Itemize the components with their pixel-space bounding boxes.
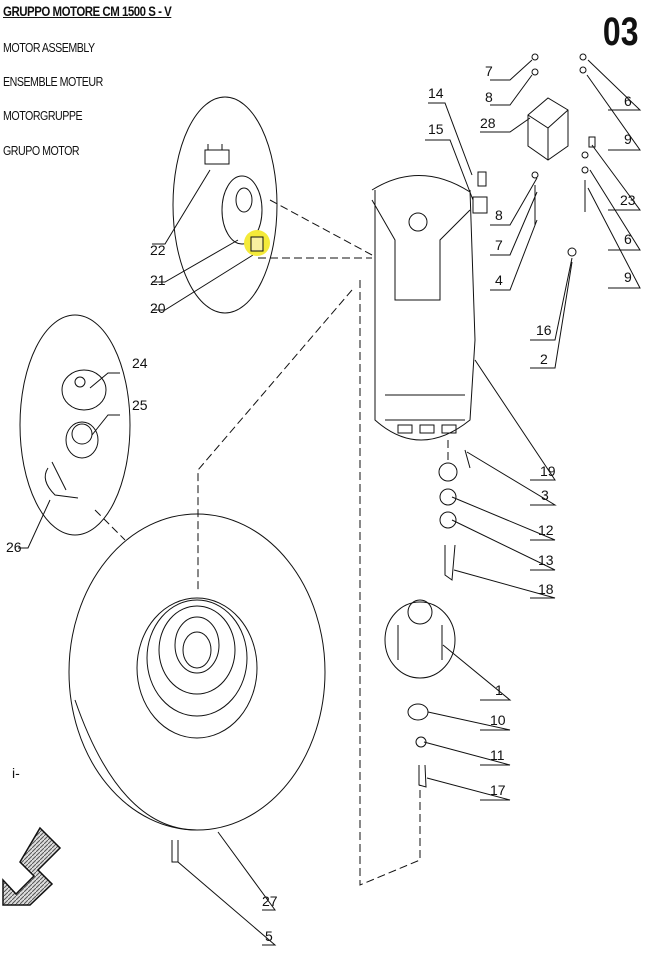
callout-15: 15 xyxy=(428,121,444,137)
relay-box xyxy=(527,97,569,161)
callout-7b: 7 xyxy=(495,237,503,253)
base-disc xyxy=(68,513,326,831)
motor-housing xyxy=(371,175,476,441)
title-es: GRUPO MOTOR xyxy=(3,143,80,158)
callout-9a: 9 xyxy=(624,131,632,147)
callout-10: 10 xyxy=(490,712,506,728)
stray-mark: i- xyxy=(12,765,20,781)
callout-24: 24 xyxy=(132,355,148,371)
callout-27: 27 xyxy=(262,893,278,909)
callout-8a: 8 xyxy=(485,89,493,105)
leader-lines xyxy=(18,59,642,946)
callout-25: 25 xyxy=(132,397,148,413)
callout-26: 26 xyxy=(6,539,22,555)
callout-17: 17 xyxy=(490,782,506,798)
title-fr: ENSEMBLE MOTEUR xyxy=(3,74,103,89)
callout-14: 14 xyxy=(428,85,444,101)
callout-6b: 6 xyxy=(624,231,632,247)
title-de: MOTORGRUPPE xyxy=(3,108,83,123)
detail-ellipse-left xyxy=(19,314,131,536)
callout-5: 5 xyxy=(265,928,273,944)
direction-arrow xyxy=(2,826,62,906)
callout-1: 1 xyxy=(495,682,503,698)
callout-3: 3 xyxy=(541,487,549,503)
left-ellipse-parts xyxy=(44,369,107,499)
callout-20: 20 xyxy=(150,300,166,316)
callout-12: 12 xyxy=(538,522,554,538)
dash-lines xyxy=(94,199,449,886)
callout-23: 23 xyxy=(620,192,636,208)
callout-18: 18 xyxy=(538,581,554,597)
small-parts-right xyxy=(472,53,596,257)
callout-19: 19 xyxy=(540,463,556,479)
callout-9b: 9 xyxy=(624,269,632,285)
callout-21: 21 xyxy=(150,272,166,288)
encoder-parts xyxy=(204,144,263,245)
detail-ellipse-top xyxy=(172,96,278,314)
title-en: MOTOR ASSEMBLY xyxy=(3,40,95,55)
page-title: GRUPPO MOTORE CM 1500 S - V xyxy=(3,3,172,19)
lower-parts xyxy=(171,449,471,863)
callout-13: 13 xyxy=(538,552,554,568)
callout-2: 2 xyxy=(540,351,548,367)
page-number: 03 xyxy=(602,10,638,54)
callout-6a: 6 xyxy=(624,93,632,109)
callout-11: 11 xyxy=(490,747,505,763)
callout-16: 16 xyxy=(536,322,552,338)
callout-22: 22 xyxy=(150,242,166,258)
callout-labels: 7 8 28 14 15 6 9 23 6 9 8 7 4 16 2 19 3 … xyxy=(6,63,636,944)
callout-28: 28 xyxy=(480,115,496,131)
highlighted-part xyxy=(250,236,264,252)
callout-8b: 8 xyxy=(495,207,503,223)
callout-7a: 7 xyxy=(485,63,493,79)
callout-4: 4 xyxy=(495,272,503,288)
